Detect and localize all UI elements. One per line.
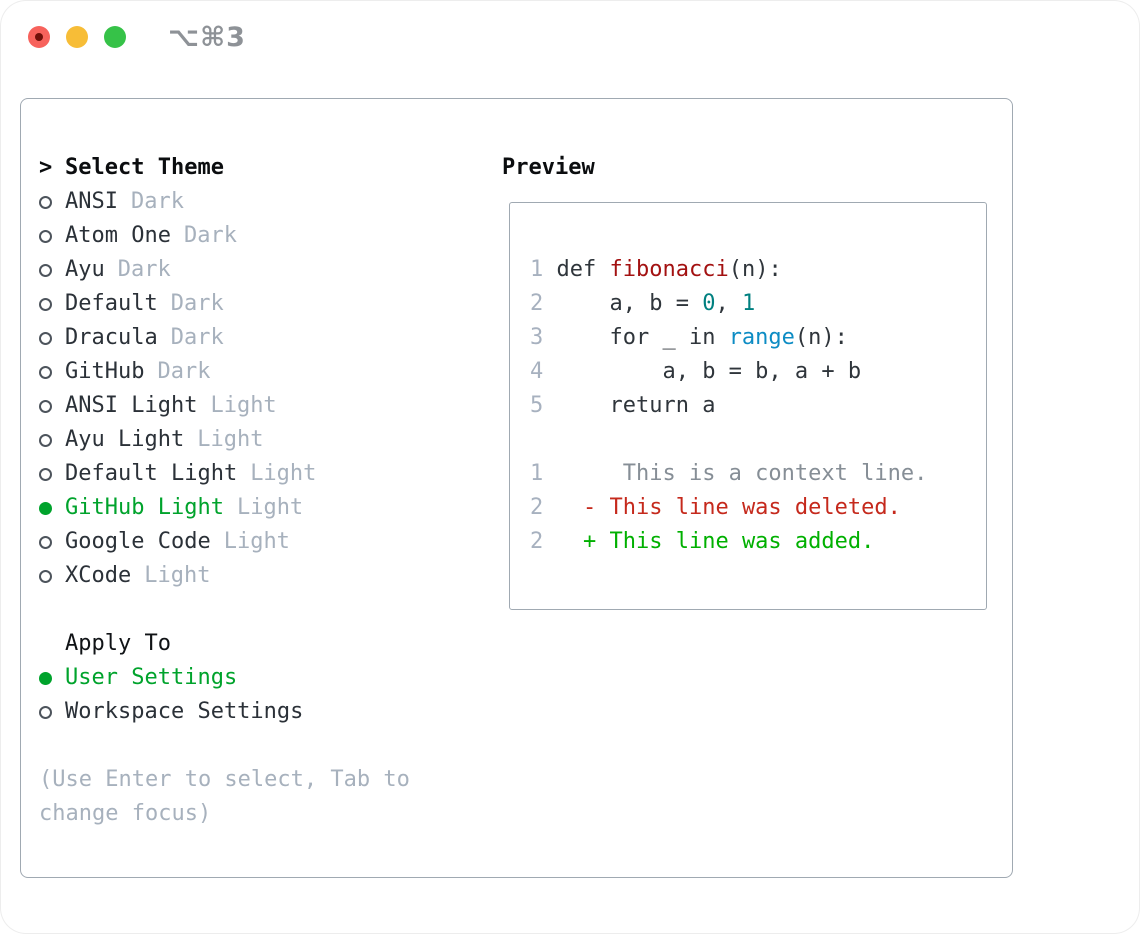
radio-selected-icon [39, 501, 65, 515]
theme-option[interactable]: GitHub Light Light [39, 491, 457, 525]
code-line: 1 def fibonacci(n): [530, 257, 782, 282]
code-line [530, 423, 986, 457]
select-theme-header: > Select Theme [39, 151, 457, 185]
option-label: GitHub [65, 359, 145, 384]
option-label: Ayu [65, 257, 105, 282]
theme-option[interactable]: Atom One Dark [39, 219, 457, 253]
select-theme-title: Select Theme [65, 155, 224, 180]
apply-to-title: Apply To [65, 631, 171, 656]
radio-unselected-icon [39, 331, 65, 345]
theme-variant-tag: Dark [117, 257, 171, 282]
theme-option[interactable]: GitHub Dark [39, 355, 457, 389]
radio-unselected-icon [39, 569, 65, 583]
close-button-icon[interactable] [28, 26, 50, 48]
theme-variant-tag: Light [250, 461, 317, 486]
option-label: XCode [65, 563, 132, 588]
option-label: Google Code [65, 529, 211, 554]
minimize-button-icon[interactable] [66, 26, 88, 48]
code-line: 2 - This line was deleted. [530, 495, 901, 520]
theme-variant-tag: Light [144, 563, 211, 588]
theme-variant-tag: Dark [183, 223, 237, 248]
theme-option[interactable]: Ayu Dark [39, 253, 457, 287]
spacer [39, 593, 457, 627]
theme-option[interactable]: Default Dark [39, 287, 457, 321]
code-line: 1 This is a context line. [530, 461, 928, 486]
theme-variant-tag: Light [223, 529, 290, 554]
radio-unselected-icon [39, 433, 65, 447]
option-label: Default Light [65, 461, 238, 486]
radio-unselected-icon [39, 229, 65, 243]
theme-option[interactable]: Default Light Light [39, 457, 457, 491]
option-label: Workspace Settings [65, 699, 304, 724]
theme-variant-tag: Dark [170, 291, 224, 316]
window-title: ⌥⌘3 [168, 22, 246, 53]
theme-variant-tag: Light [236, 495, 304, 520]
keyboard-hint: (Use Enter to select, Tab to change focu… [39, 767, 410, 826]
option-label: Default [65, 291, 158, 316]
option-label: Atom One [65, 223, 171, 248]
code-block: 1 def fibonacci(n): 2 a, b = 0, 1 3 for _ … [530, 253, 986, 559]
code-line: 2 a, b = 0, 1 [530, 291, 756, 316]
option-label: User Settings [65, 665, 238, 690]
radio-unselected-icon [39, 195, 65, 209]
zoom-button-icon[interactable] [104, 26, 126, 48]
preview-title: Preview [502, 155, 595, 180]
theme-variant-tag: Dark [157, 359, 211, 384]
option-label: Dracula [65, 325, 158, 350]
theme-variant-tag: Light [197, 427, 264, 452]
theme-option[interactable]: ANSI Light Light [39, 389, 457, 423]
theme-option[interactable]: Dracula Dark [39, 321, 457, 355]
selection-caret-icon: > [39, 155, 53, 180]
option-label: ANSI Light [65, 393, 198, 418]
apply-to-option[interactable]: Workspace Settings [39, 695, 457, 729]
radio-unselected-icon [39, 535, 65, 549]
apply-to-option[interactable]: User Settings [39, 661, 457, 695]
code-line: 2 + This line was added. [530, 529, 875, 554]
theme-variant-tag: Light [210, 393, 277, 418]
theme-option[interactable]: Ayu Light Light [39, 423, 457, 457]
preview-box: 1 def fibonacci(n): 2 a, b = 0, 1 3 for _ … [509, 202, 987, 610]
radio-selected-icon [39, 671, 65, 685]
radio-unselected-icon [39, 365, 65, 379]
radio-unselected-icon [39, 705, 65, 719]
theme-option[interactable]: XCode Light [39, 559, 457, 593]
theme-option[interactable]: ANSI Dark [39, 185, 457, 219]
option-label: Ayu Light [65, 427, 185, 452]
radio-unselected-icon [39, 297, 65, 311]
code-line: 3 for _ in range(n): [530, 325, 848, 350]
radio-unselected-icon [39, 467, 65, 481]
code-line: 5 return a [530, 393, 716, 418]
theme-option[interactable]: Google Code Light [39, 525, 457, 559]
window-controls [28, 26, 126, 48]
theme-variant-tag: Dark [130, 189, 184, 214]
code-line: 4 a, b = b, a + b [530, 359, 862, 384]
radio-unselected-icon [39, 263, 65, 277]
option-label: ANSI [65, 189, 118, 214]
theme-variant-tag: Dark [170, 325, 224, 350]
radio-unselected-icon [39, 399, 65, 413]
option-label: GitHub Light [65, 495, 224, 520]
